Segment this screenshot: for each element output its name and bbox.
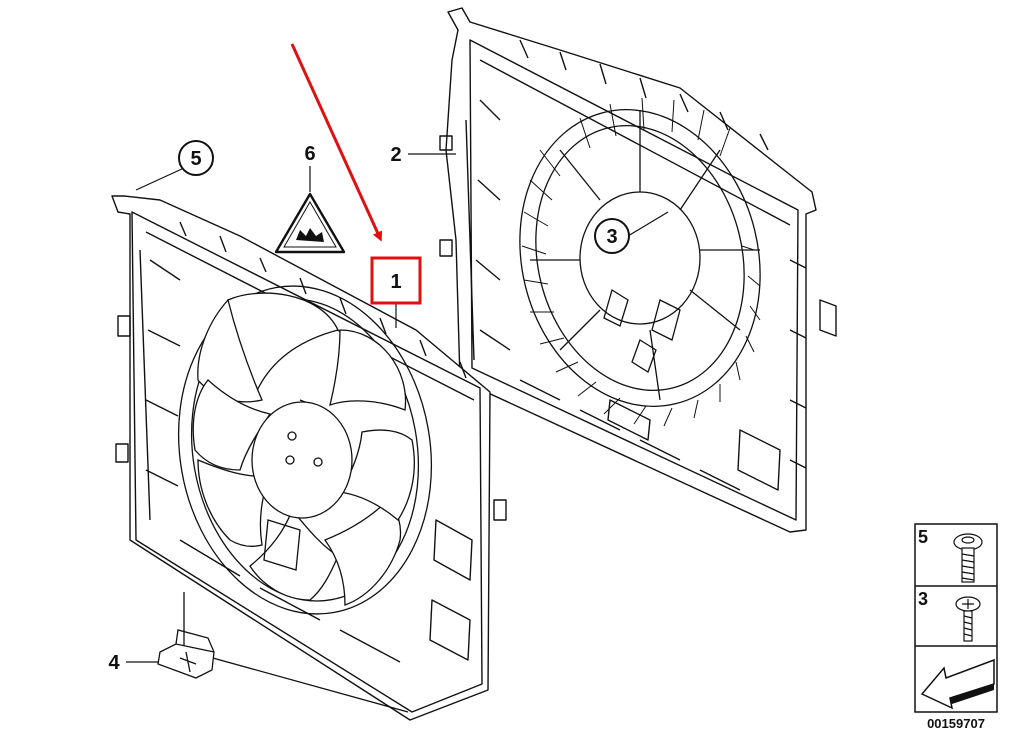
callout-1-label: 1 [390, 271, 401, 293]
bracket-part-4 [157, 592, 409, 713]
callout-6-label: 6 [304, 143, 315, 165]
screw-3-icon [955, 596, 981, 642]
hot-surface-warning-triangle-icon [274, 192, 346, 254]
callout-4-label: 4 [108, 652, 120, 674]
highlight-box [370, 256, 422, 305]
callout-3: 3 [594, 218, 630, 254]
return-arrow-icon [920, 658, 995, 710]
highlight-arrow [290, 43, 383, 242]
callout-5: 5 [178, 140, 214, 176]
callout-2-label: 2 [390, 144, 401, 166]
callout-5-label: 5 [190, 148, 201, 170]
legend-item-5-label: 5 [918, 527, 928, 547]
callout-3-label: 3 [606, 226, 617, 248]
leader-lines [126, 153, 669, 663]
diagram-number: 00159707 [927, 716, 985, 731]
screw-5-icon [953, 533, 983, 583]
front-fan [177, 285, 433, 615]
legend-item-3-label: 3 [918, 589, 928, 609]
